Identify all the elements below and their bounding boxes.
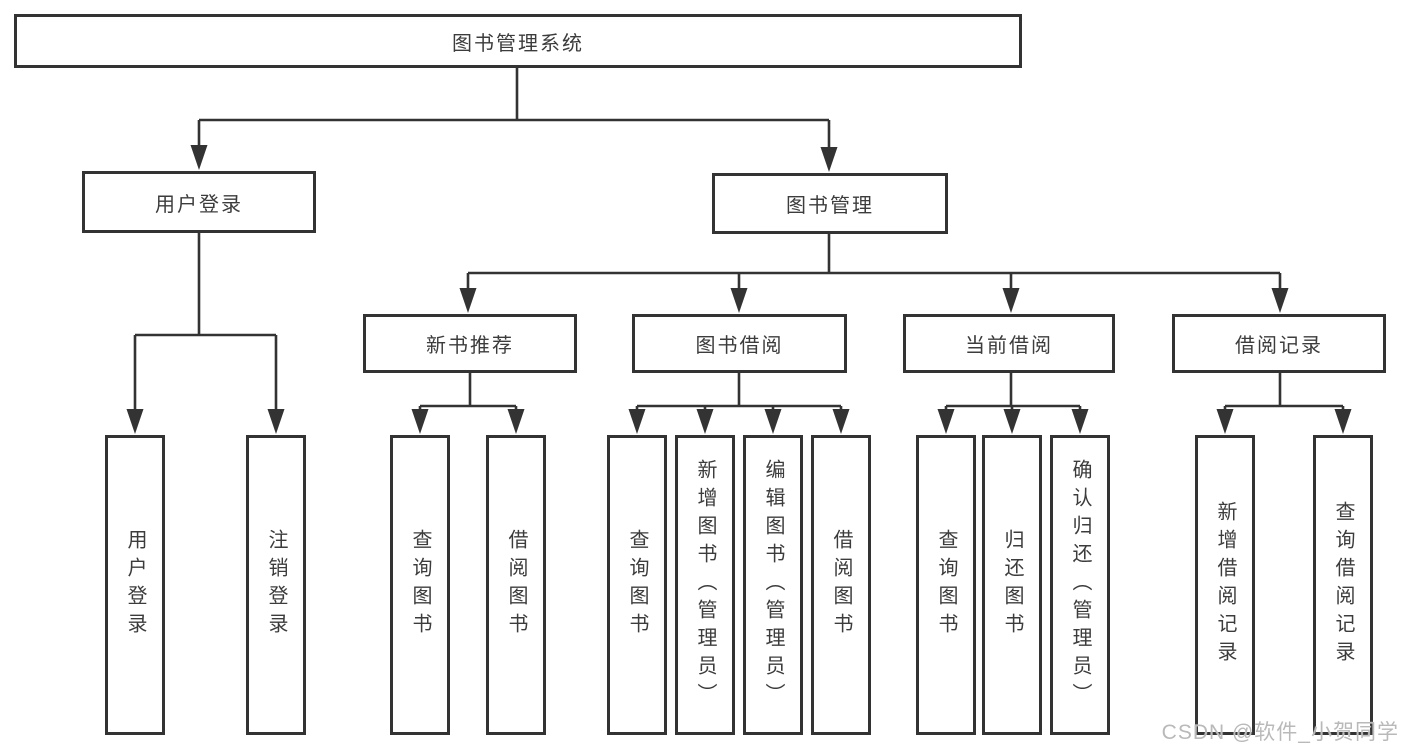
leaf-recommend-search-books: 查询图书	[390, 435, 450, 735]
node-book-management: 图书管理	[712, 173, 948, 234]
leaf-confirm-return-admin: 确认归还（管理员）	[1050, 435, 1110, 735]
node-user-login: 用户登录	[82, 171, 316, 233]
csdn-watermark: CSDN @软件_小贺同学	[1161, 721, 1399, 744]
leaf-edit-books-admin: 编辑图书（管理员）	[743, 435, 803, 735]
node-borrow-records: 借阅记录	[1172, 314, 1386, 373]
leaf-current-search-books: 查询图书	[916, 435, 976, 735]
node-book-borrow: 图书借阅	[632, 314, 847, 373]
arrowhead-icons	[126, 145, 1352, 434]
leaf-recommend-borrow-books: 借阅图书	[486, 435, 546, 735]
node-current-borrow: 当前借阅	[903, 314, 1115, 373]
leaf-logout: 注销登录	[246, 435, 306, 735]
leaf-borrow-search-books: 查询图书	[607, 435, 667, 735]
leaf-borrow-books: 借阅图书	[811, 435, 871, 735]
leaf-add-borrow-record: 新增借阅记录	[1195, 435, 1255, 735]
leaf-return-books: 归还图书	[982, 435, 1042, 735]
node-root: 图书管理系统	[14, 14, 1022, 68]
node-new-book-recommend: 新书推荐	[363, 314, 577, 373]
leaf-search-borrow-record: 查询借阅记录	[1313, 435, 1373, 735]
leaf-user-login: 用户登录	[105, 435, 165, 735]
leaf-add-books-admin: 新增图书（管理员）	[675, 435, 735, 735]
